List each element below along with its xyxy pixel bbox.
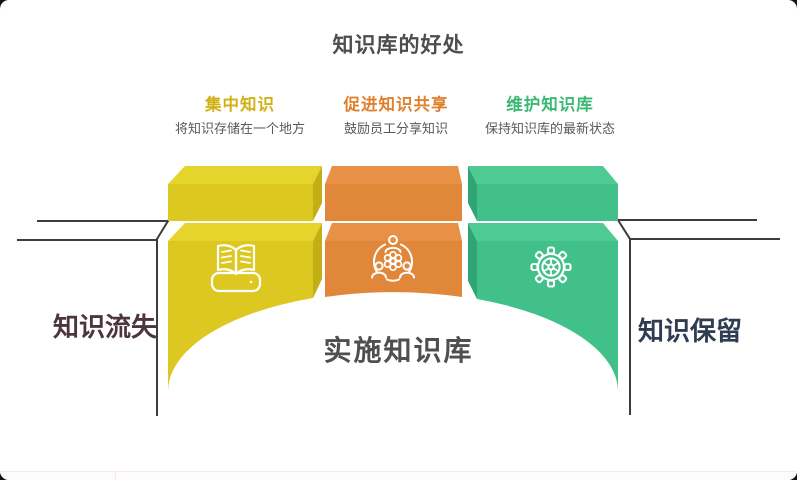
- page-title: 知识库的好处: [332, 33, 465, 57]
- orange-arch-block-front-face: [325, 241, 462, 297]
- orange-arch-block-top-face: [325, 223, 462, 241]
- person-top-head: [388, 235, 398, 245]
- connect-arc-bottom: [386, 278, 400, 282]
- person-left-shoulders: [371, 271, 387, 279]
- yellow-arch-block: [167, 223, 322, 392]
- gear-hub: [547, 263, 555, 271]
- benefit-description-centralize: 将知识存储在一个地方: [174, 122, 305, 137]
- green-top-block-front-face: [477, 184, 618, 221]
- benefit-description-share: 鼓励员工分享知识: [343, 122, 448, 137]
- yellow-top-block-side-face: [313, 166, 322, 221]
- chasm-right-corner-line: [616, 218, 632, 241]
- orange-top-block-front-face: [325, 184, 462, 221]
- chasm-left-corner-line: [155, 219, 170, 241]
- open-book-right-page: [234, 244, 256, 276]
- footer-divider: [115, 471, 116, 480]
- open-book-icon: [210, 244, 262, 293]
- yellow-arch-block-front-face: [167, 241, 313, 392]
- connect-arc-left: [372, 243, 386, 273]
- yellow-arch-block-top-face: [168, 223, 322, 241]
- green-arch-block-front-face: [477, 241, 619, 392]
- open-book-left-page: [216, 244, 238, 276]
- green-arch-block-top-face: [468, 223, 618, 241]
- benefit-description-maintain: 保持知识库的最新状态: [484, 122, 615, 137]
- person-top-shoulders: [384, 246, 402, 253]
- connect-arc-right: [400, 243, 414, 273]
- yellow-top-block-front-face: [168, 184, 313, 221]
- green-top-block-top-face: [468, 166, 618, 184]
- knowledge-retention-label: 知识保留: [637, 317, 742, 347]
- yellow-top-block-top-face: [168, 166, 322, 184]
- chasm-lines: [17, 218, 780, 416]
- open-book-base-dot: [249, 280, 253, 284]
- footer-strip: [0, 471, 797, 480]
- benefit-heading-centralize: 集中知识: [205, 95, 275, 114]
- implement-knowledge-base-label: 实施知识库: [323, 334, 474, 367]
- person-right-shoulders: [399, 271, 415, 279]
- green-arch-block-side-face: [468, 223, 477, 299]
- orange-top-block-top-face: [325, 166, 462, 184]
- orange-top-block: [325, 166, 462, 221]
- yellow-arch-block-side-face: [313, 223, 322, 298]
- gear-icon: [530, 246, 572, 288]
- green-top-block-side-face: [468, 166, 477, 221]
- open-book-text-lines: [221, 249, 251, 264]
- benefit-heading-share: 促进知识共享: [343, 95, 449, 114]
- yellow-top-block: [168, 166, 322, 221]
- green-arch-block: [468, 223, 619, 392]
- benefit-heading-maintain: 维护知识库: [506, 95, 594, 114]
- orange-arch-block: [325, 223, 462, 297]
- gear-spokes: [542, 257, 560, 277]
- knowledge-loss-label: 知识流失: [52, 313, 157, 343]
- center-flower: [383, 250, 403, 272]
- people-share-icon: [371, 235, 415, 282]
- green-top-block: [468, 166, 618, 221]
- gear-outer-ring: [536, 252, 566, 282]
